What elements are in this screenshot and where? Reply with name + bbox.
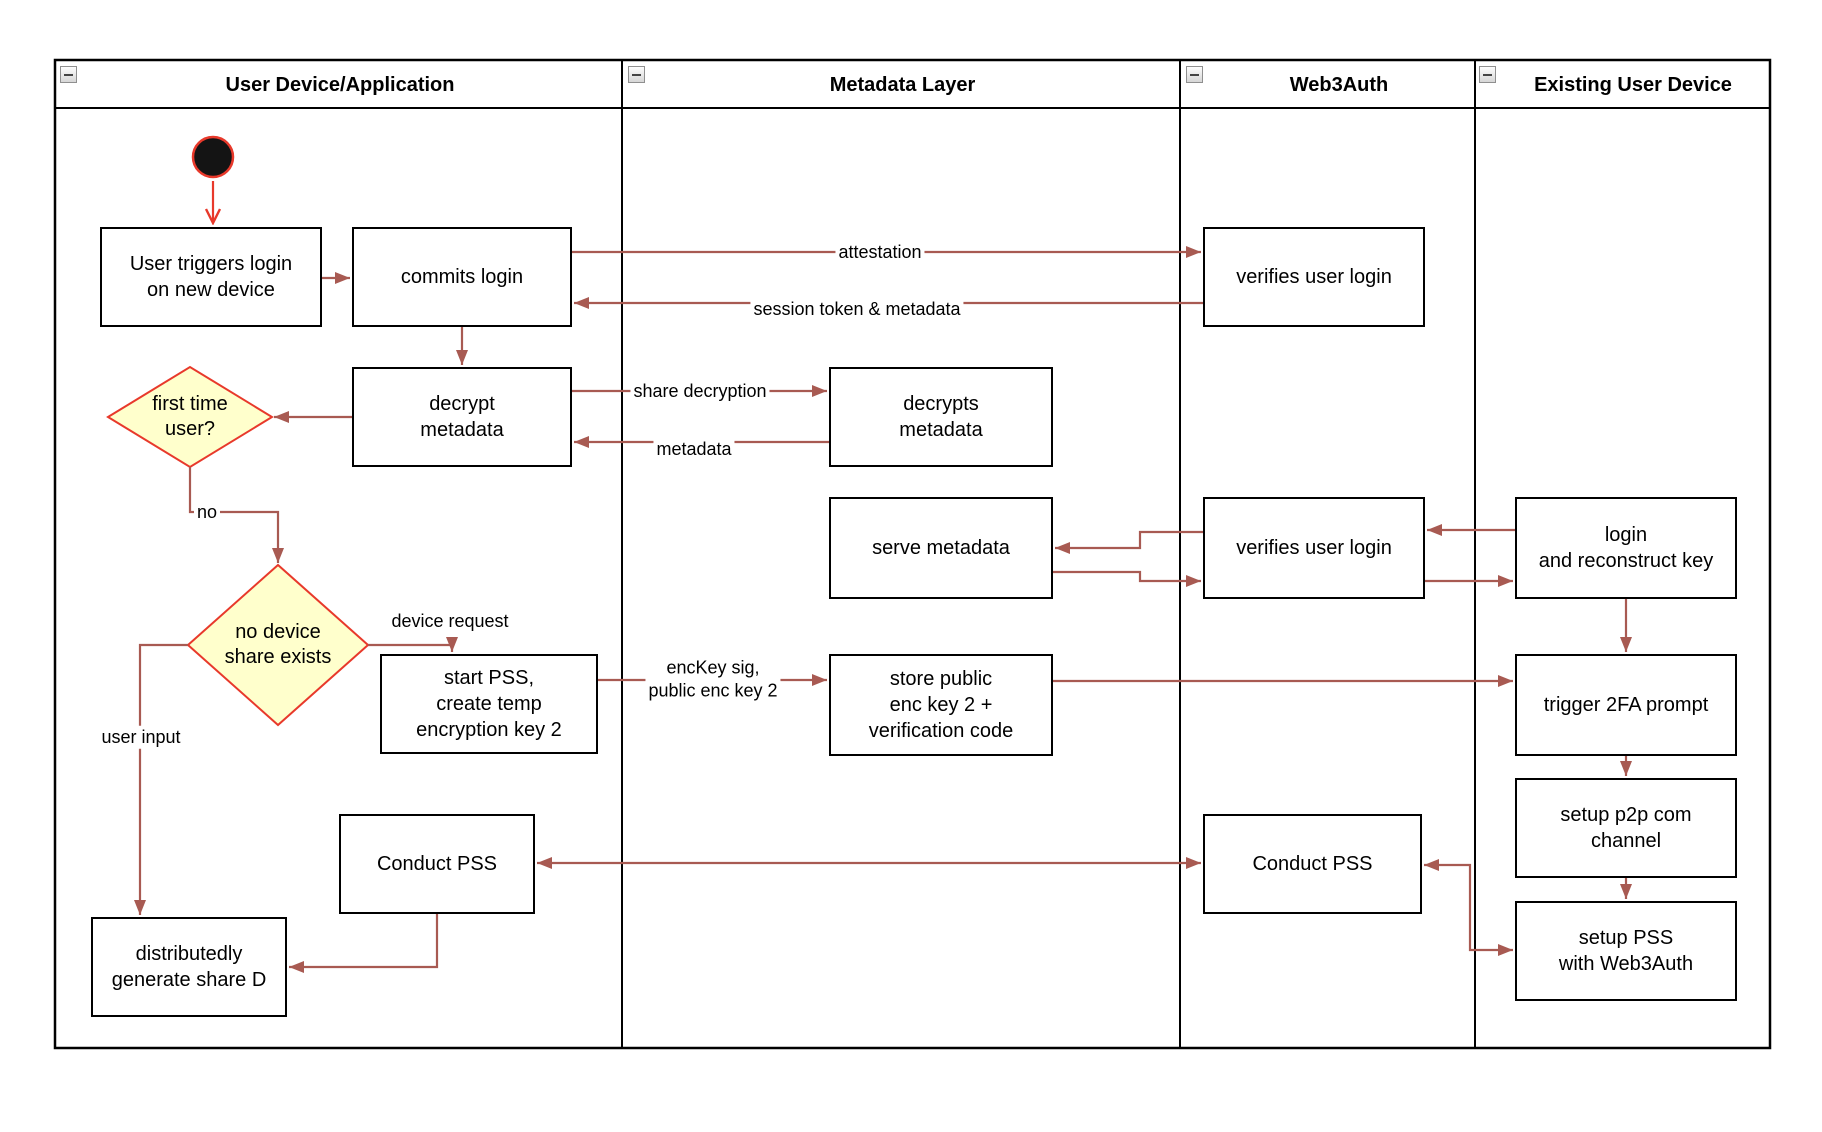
lane-title-web3auth: Web3Auth [1289,73,1389,96]
edge-serve-to-verifies [1053,570,1201,587]
node-setup-pss[interactable]: setup PSS with Web3Auth [1515,901,1737,1001]
edge-user-input [134,643,188,915]
node-verifies-user-login-top[interactable]: verifies user login [1203,227,1425,327]
node-login-reconstruct-key[interactable]: login and reconstruct key [1515,497,1737,599]
decision-no-device-share-label: no device share exists [224,621,332,668]
decision-first-time-user[interactable] [106,365,274,469]
lane2-collapse-button[interactable] [628,66,645,83]
node-trigger-2fa[interactable]: trigger 2FA prompt [1515,654,1737,756]
edge-label-device-request: device request [391,610,509,631]
diagram-border [53,58,1772,1050]
node-decrypts-metadata[interactable]: decrypts metadata [829,367,1053,467]
node-conduct-pss-web3auth[interactable]: Conduct PSS [1203,814,1422,914]
node-store-public-key[interactable]: store public enc key 2 + verification co… [829,654,1053,756]
node-start-pss[interactable]: start PSS, create temp encryption key 2 [380,654,598,754]
decision-first-time-user-label: first time user? [152,393,228,440]
node-user-triggers-login[interactable]: User triggers login on new device [100,227,322,327]
edge-label-user-input: user input [98,725,184,749]
edge-device-request [368,637,458,652]
edge-conduct-to-distributedly [289,914,439,973]
edge-label-attestation: attestation [835,240,925,264]
edge-label-no: no [193,500,221,524]
lane-title-existing-user-device: Existing User Device [1534,73,1732,96]
lane-title-user-device: User Device/Application [225,73,455,96]
edge-label-session-token: session token & metadata [750,297,964,321]
lane3-collapse-button[interactable] [1186,66,1203,83]
lane1-collapse-button[interactable] [60,66,77,83]
node-serve-metadata[interactable]: serve metadata [829,497,1053,599]
edge-label-metadata: metadata [653,437,735,461]
edge-no [188,467,284,563]
start-node[interactable] [191,135,235,179]
lane-title-metadata-layer: Metadata Layer [829,73,976,96]
node-setup-p2p[interactable]: setup p2p com channel [1515,778,1737,878]
node-conduct-pss-user[interactable]: Conduct PSS [339,814,535,914]
edge-label-share-decryption: share decryption [630,379,770,403]
edge-setup-pss-conduct-link [1424,859,1513,956]
lane4-collapse-button[interactable] [1479,66,1496,83]
node-commits-login[interactable]: commits login [352,227,572,327]
edge-label-enckey: encKey sig, public enc key 2 [645,656,781,702]
node-distributedly-generate[interactable]: distributedly generate share D [91,917,287,1017]
node-verifies-user-login-mid[interactable]: verifies user login [1203,497,1425,599]
edge-verifies-to-serve [1055,530,1203,554]
node-decrypt-metadata[interactable]: decrypt metadata [352,367,572,467]
